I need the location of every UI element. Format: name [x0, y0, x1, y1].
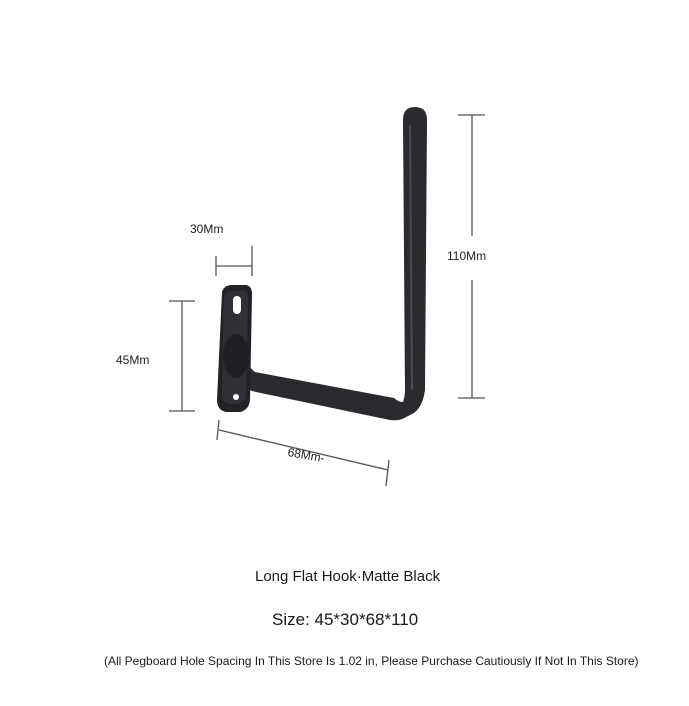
dim-line-68 [218, 429, 389, 471]
hook-upright [398, 107, 427, 417]
dimension-label-width: 30Mm [190, 222, 224, 236]
dim-tick [385, 459, 390, 487]
dim-tick [216, 419, 220, 441]
hook-highlight [409, 124, 413, 391]
mounting-slot [233, 296, 241, 314]
store-notice: (All Pegboard Hole Spacing In This Store… [104, 654, 639, 668]
mounting-hole [233, 394, 239, 400]
hook-body [217, 107, 427, 421]
hook-arm [236, 352, 412, 421]
product-name: Long Flat Hook·Matte Black [255, 568, 441, 585]
product-size: Size: 45*30*68*110 [272, 610, 419, 629]
dimension-label-plate: 45Mm [116, 353, 150, 367]
dimension-label-height: 110Mm [447, 249, 487, 263]
mounting-boss [223, 334, 249, 378]
dimension-lines [169, 114, 485, 487]
